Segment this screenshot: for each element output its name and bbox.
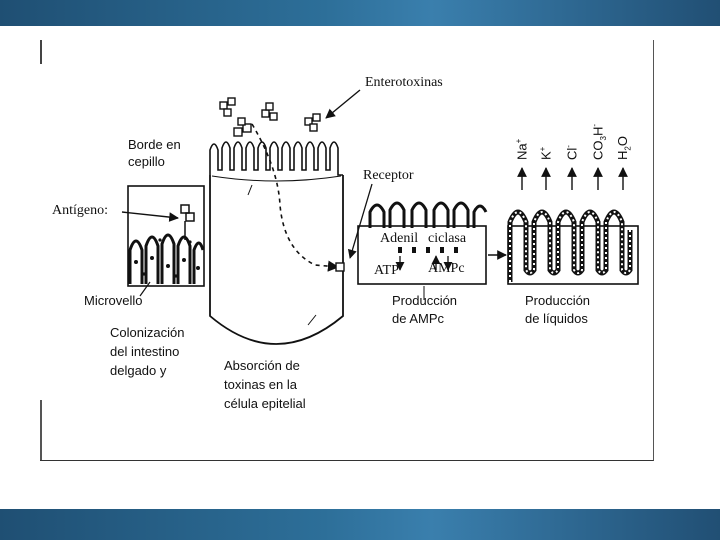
camp-microvilli: [368, 201, 488, 228]
label-colonization-1: Colonización: [110, 325, 185, 340]
camp-box: [357, 225, 487, 285]
ion-hco3: CO3H-: [590, 123, 608, 160]
label-microvillus: Microvello: [84, 293, 143, 308]
brush-border-microvilli: [209, 141, 343, 176]
colonization-box: [127, 185, 205, 287]
label-enterotoxins: Enterotoxinas: [365, 75, 443, 90]
fluids-microvilli-inner: [509, 211, 631, 282]
cell-apical-line: [211, 175, 342, 182]
colonization-bacteria: [134, 238, 200, 278]
fluids-microvilli-outer: [507, 209, 633, 282]
label-colonization-3: delgado y: [110, 363, 167, 378]
label-camp-production-1: Producción: [392, 293, 458, 308]
panel-camp: [335, 183, 507, 300]
bottom-banner: [0, 509, 720, 540]
label-adenyl: Adenil: [380, 231, 419, 246]
panel-colonization: [121, 185, 205, 297]
label-fluid-production-2: de líquidos: [525, 311, 588, 326]
label-camp-production-2: de AMPc: [392, 311, 445, 326]
panel-epithelial-cell: [209, 123, 344, 345]
label-brush-border-2: cepillo: [128, 154, 165, 169]
ion-k: K+: [538, 146, 554, 160]
enterotoxin-icon-2: [233, 117, 252, 137]
ion-na: Na+: [514, 138, 530, 160]
label-colonization-2: del intestino: [110, 344, 180, 359]
cell-mark-2: [307, 314, 317, 326]
ion-arrows: [517, 167, 628, 190]
label-ampc: AMPc: [428, 261, 465, 276]
enterotoxin-icon-1: [219, 97, 236, 117]
top-banner: [0, 0, 720, 26]
panel-fluids: [507, 167, 639, 285]
ion-cl: Cl-: [564, 145, 580, 160]
microvello-pointer: [139, 281, 151, 297]
ion-h2o: H2O: [615, 136, 633, 160]
antigen-icon: [180, 204, 195, 240]
label-receptor: Receptor: [363, 168, 414, 183]
enterotoxin-icon-3: [261, 102, 278, 121]
label-fluid-production-1: Producción: [525, 293, 591, 308]
receptor-icon: [335, 262, 345, 272]
label-cyclase: ciclasa: [428, 231, 467, 246]
enterotoxin-molecules: [219, 97, 321, 137]
label-absorption-1: Absorción de: [224, 358, 300, 373]
cell-mark-1: [247, 184, 253, 196]
label-brush-border-1: Borde en: [128, 137, 181, 152]
antigen-arrow: [121, 211, 179, 222]
epithelial-cell-outline: [209, 175, 344, 345]
colonization-microvilli: [128, 233, 205, 284]
enterotoxin-arrow: [325, 89, 361, 119]
toxin-path-arrow: [251, 123, 340, 272]
label-absorption-3: célula epitelial: [224, 396, 306, 411]
frame-left-tick-top: [40, 40, 42, 64]
label-antigen: Antígeno:: [52, 203, 108, 218]
figure-frame: [40, 40, 654, 461]
frame-left-tick-bottom: [40, 400, 42, 460]
enterotoxin-icon-4: [304, 113, 321, 132]
label-absorption-2: toxinas en la: [224, 377, 297, 392]
receptor-arrow: [347, 183, 373, 259]
label-atp: ATP: [374, 263, 399, 278]
adenylate-cyclase-markers: [398, 247, 458, 253]
